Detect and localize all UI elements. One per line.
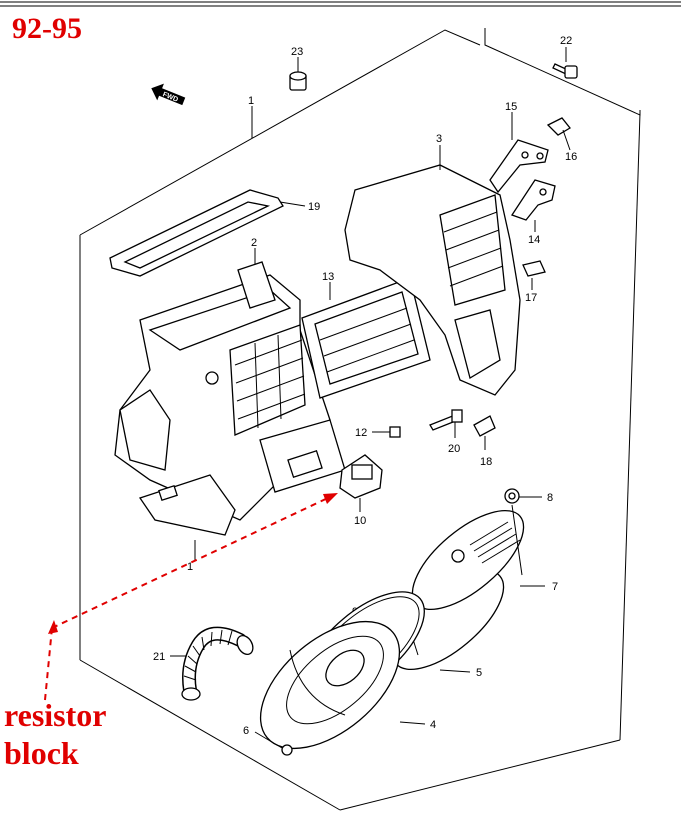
exploded-view-frame — [79, 28, 641, 811]
callout-21: 21 — [153, 651, 165, 663]
part-13-heater-core — [301, 277, 431, 399]
callout-15: 15 — [505, 101, 517, 113]
part-2-bracket — [237, 248, 276, 309]
callout-3: 3 — [436, 133, 442, 145]
part-19-gasket — [109, 189, 306, 277]
part-3-heater-case — [344, 145, 521, 396]
callout-14: 14 — [528, 234, 540, 246]
callout-22: 22 — [560, 35, 572, 47]
callout-13: 13 — [322, 271, 334, 283]
part-18-clip — [473, 415, 496, 450]
part-7-blower-fan — [391, 504, 545, 671]
callout-8: 8 — [547, 492, 553, 504]
resistor-block-note-line1: resistor — [4, 697, 106, 733]
callout-6: 6 — [243, 725, 249, 737]
part-14-link — [511, 179, 556, 232]
callout-1-lower: 1 — [187, 561, 193, 573]
part-16-clip — [546, 117, 571, 151]
part-20-screw — [429, 409, 463, 438]
callout-12: 12 — [355, 427, 367, 439]
part-6-screw — [254, 731, 293, 756]
resistor-pointer-arrow — [44, 493, 338, 701]
callout-1: 1 — [248, 95, 254, 107]
part-8-nut — [504, 488, 542, 504]
callout-2: 2 — [251, 237, 257, 249]
part-12-screw — [372, 426, 401, 438]
callout-5: 5 — [476, 667, 482, 679]
callout-16: 16 — [565, 151, 577, 163]
callout-20: 20 — [448, 443, 460, 455]
callout-10: 10 — [354, 515, 366, 527]
part-15-lever — [489, 112, 549, 194]
callout-18: 18 — [480, 456, 492, 468]
callout-17: 17 — [525, 292, 537, 304]
part-17-clip — [522, 260, 546, 290]
resistor-block-note-line2: block — [4, 735, 79, 771]
forward-direction-icon: FWD — [151, 83, 186, 106]
part-22-screw — [552, 47, 578, 79]
part-4-blower-motor — [259, 620, 426, 750]
year-range-label: 92-95 — [12, 12, 82, 45]
callout-23: 23 — [291, 46, 303, 58]
callout-19: 19 — [308, 201, 320, 213]
part-23-nut — [289, 57, 307, 91]
callout-7: 7 — [552, 581, 558, 593]
part-10-resistor-block — [339, 454, 383, 512]
part-21-hose — [170, 626, 254, 701]
fwd-mark-text: FWD — [161, 91, 178, 103]
callout-4: 4 — [430, 719, 436, 731]
